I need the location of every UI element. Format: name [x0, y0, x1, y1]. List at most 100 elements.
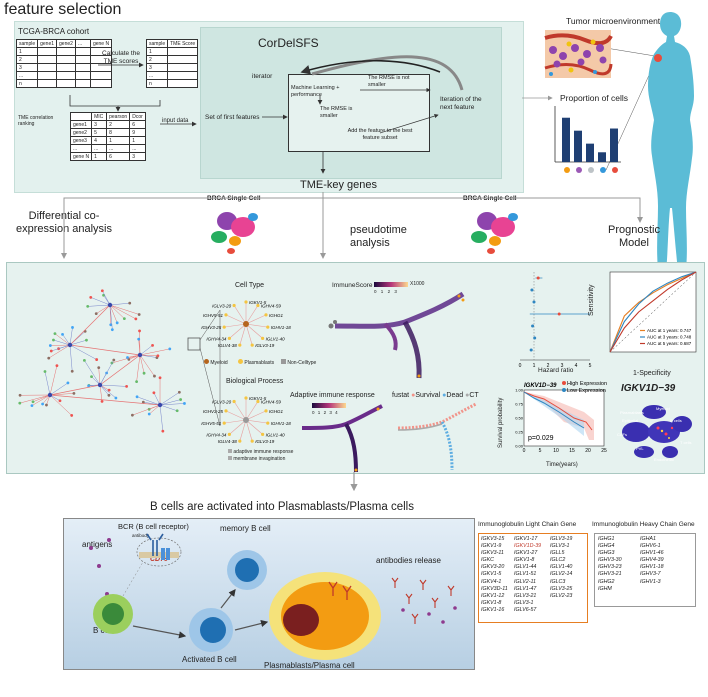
table-row: ...	[15, 71, 113, 80]
gene-edge	[229, 323, 247, 339]
network-node	[94, 312, 98, 316]
network-edge	[109, 304, 140, 315]
network-edge	[99, 384, 103, 402]
gene-label: IGHV3-25	[201, 325, 222, 330]
roc-curve-line	[609, 271, 697, 353]
network-edge	[149, 404, 161, 415]
network-edge	[49, 365, 58, 396]
gene-node	[261, 432, 265, 437]
gene-edge	[224, 419, 247, 424]
rmse-not-smaller: The RMSE is not smaller	[368, 75, 410, 88]
gene-item: IGLV3-19	[550, 536, 573, 542]
gene-label: IGLV3-20	[212, 303, 232, 308]
gene-label: IGHV1-18	[271, 421, 292, 426]
gene-item: IGLV6-57	[514, 606, 537, 613]
network-edge	[49, 384, 101, 396]
network-node	[49, 349, 53, 353]
hr-tick: 0	[519, 363, 522, 369]
legend-noncell: Non-Celltype	[281, 359, 316, 366]
roc-ylabel: Sensitivity	[588, 284, 595, 316]
network-node	[55, 364, 59, 368]
single-cell-umap-1	[211, 212, 258, 254]
gene-label: IGHV4-34	[206, 336, 227, 341]
proportion-bar	[586, 143, 594, 162]
gene-edge	[245, 401, 259, 421]
km-ylabel: Survival probability	[498, 397, 504, 448]
network-edge	[32, 394, 51, 403]
km-line-low	[523, 391, 585, 429]
network-node	[48, 344, 52, 347]
table-row: n	[145, 79, 199, 88]
gene-item: IGKV1-5	[481, 571, 502, 578]
table-cell	[89, 79, 113, 88]
proportion-bar	[610, 128, 618, 162]
network-hub	[137, 352, 143, 358]
pseudotime-label: pseudotime analysis	[350, 224, 407, 249]
umap-label-t: T cells	[680, 440, 692, 445]
km-ytick: 0.00	[515, 444, 524, 449]
proportion-bar	[574, 130, 582, 162]
network-node	[110, 328, 114, 332]
bio-proc-2: membrane invagination	[228, 456, 285, 462]
coexpression-network	[18, 289, 186, 433]
gene-label: IGHV1-18	[271, 325, 292, 330]
roc-diagonal	[609, 271, 697, 353]
network-node	[147, 412, 151, 416]
network-edge	[51, 344, 71, 352]
plasma-label: Plasmablasts/Plasma cell	[264, 661, 355, 670]
gene-item: IGHM	[598, 585, 612, 592]
network-node	[52, 338, 55, 342]
network-edge	[138, 339, 141, 356]
gene-edge	[245, 419, 268, 424]
gene-item: IGKC	[481, 557, 494, 564]
gene-node	[227, 336, 231, 341]
gene-node	[266, 421, 270, 425]
umap-title: IGKV1D−39	[621, 383, 676, 394]
gene-item: IGHV3-23	[598, 564, 622, 571]
network-node	[156, 354, 160, 358]
gene-item: IGKV3-11	[481, 550, 504, 557]
gene-label: IGLV3-19	[255, 343, 275, 348]
adaptive-label: Adaptive immune response	[290, 392, 375, 399]
network-hub	[107, 302, 113, 308]
gene-umap	[622, 405, 692, 458]
network-edge	[99, 359, 115, 386]
gene-edge	[245, 410, 267, 421]
gene-item: IGKV3-20	[481, 564, 505, 571]
cordelsfs-title: CorDelSFS	[258, 36, 319, 50]
network-node	[86, 304, 90, 308]
network-edge	[139, 348, 170, 356]
hr-axis-label: Hazard ratio	[538, 367, 574, 374]
gene-node	[244, 396, 248, 400]
center-node	[243, 321, 249, 327]
gene-node	[264, 313, 268, 317]
network-edge	[90, 297, 111, 306]
gene-node	[250, 343, 254, 347]
gene-item: IGHV4-39	[640, 557, 664, 564]
network-node	[134, 317, 138, 321]
heavy-chain-box	[594, 533, 696, 607]
network-node	[41, 402, 44, 406]
immune-scale-ticks: 0 1 2 3	[374, 289, 397, 294]
network-edge	[109, 304, 136, 320]
network-edge	[87, 304, 111, 307]
network-edge	[69, 344, 73, 372]
network-edge	[109, 304, 125, 319]
gene-node	[266, 325, 270, 329]
gene-node	[222, 421, 226, 425]
gene-item: IGKV1-9	[481, 543, 502, 550]
network-edge	[159, 399, 181, 406]
gene-item: IGHA1	[640, 536, 656, 542]
hr-point	[530, 288, 534, 292]
network-edge	[69, 304, 111, 346]
network-node	[122, 317, 126, 320]
prognostic-label: Prognostic Model	[608, 224, 660, 249]
hr-point	[531, 324, 535, 328]
page-title: feature selection	[4, 1, 122, 18]
gene-item: IGLV2-23	[550, 592, 573, 599]
antibody-label: antibody	[132, 533, 150, 538]
gene-node	[261, 336, 265, 341]
